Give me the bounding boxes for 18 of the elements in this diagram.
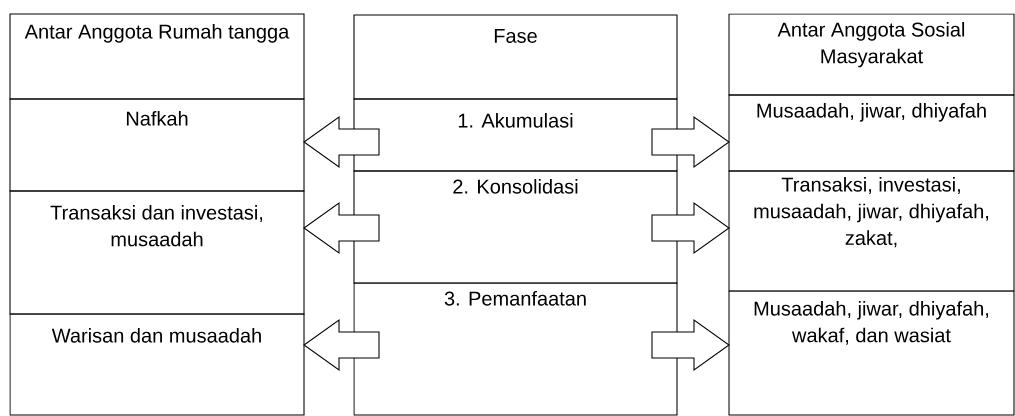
table-cell: 2. Konsolidasi bbox=[353, 170, 678, 284]
table-cell: Transaksi dan investasi, musaadah bbox=[9, 190, 305, 315]
table-cell: 3. Pemanfaatan bbox=[353, 282, 678, 416]
table-cell: Antar Anggota Sosial Masyarakat bbox=[728, 13, 1015, 96]
table-cell: Musaadah, jiwar, dhiyafah bbox=[728, 94, 1015, 172]
table-cell: Musaadah, jiwar, dhiyafah, wakaf, dan wasiat bbox=[728, 290, 1015, 416]
block-arrow bbox=[303, 318, 380, 372]
table-cell: 1. Akumulasi bbox=[353, 98, 678, 172]
block-arrow bbox=[303, 115, 380, 169]
table-cell: Antar Anggota Rumah tangga bbox=[9, 13, 305, 100]
block-arrow bbox=[303, 201, 380, 255]
table-cell: Warisan dan musaadah bbox=[9, 313, 305, 416]
block-arrow bbox=[651, 115, 730, 169]
block-arrow bbox=[651, 318, 730, 372]
table-cell: Transaksi, investasi, musaadah, jiwar, dhiyafah, zakat, bbox=[728, 170, 1015, 292]
table-cell: Nafkah bbox=[9, 98, 305, 192]
block-arrow bbox=[651, 201, 730, 255]
table-cell: Fase bbox=[353, 14, 678, 100]
